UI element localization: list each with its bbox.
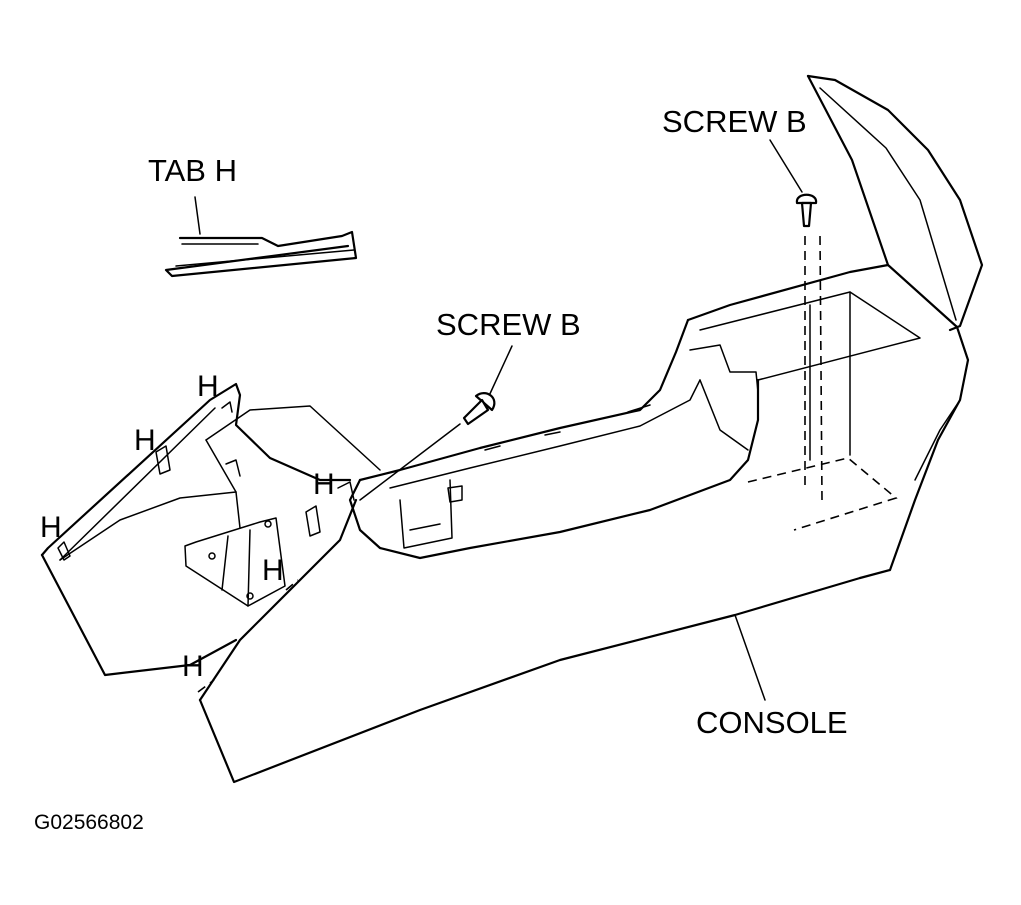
tab-marker-h: H bbox=[262, 554, 284, 587]
tab-marker-h: H bbox=[40, 511, 62, 544]
screw-b-top bbox=[769, 139, 823, 501]
tab-h-detail bbox=[164, 196, 358, 278]
console-label: CONSOLE bbox=[696, 705, 848, 740]
tab-marker-h: H bbox=[197, 370, 219, 403]
screw-b-middle bbox=[359, 345, 513, 501]
console-body bbox=[40, 74, 984, 784]
figure-code: G02566802 bbox=[34, 811, 144, 834]
tab-marker-h: H bbox=[313, 468, 335, 501]
tab-marker-h: H bbox=[134, 424, 156, 457]
tab-h-label: TAB H bbox=[148, 153, 237, 188]
screw-b-top-label: SCREW B bbox=[662, 104, 807, 139]
tab-marker-h: H bbox=[182, 650, 204, 683]
screw-b-middle-label: SCREW B bbox=[436, 307, 581, 342]
